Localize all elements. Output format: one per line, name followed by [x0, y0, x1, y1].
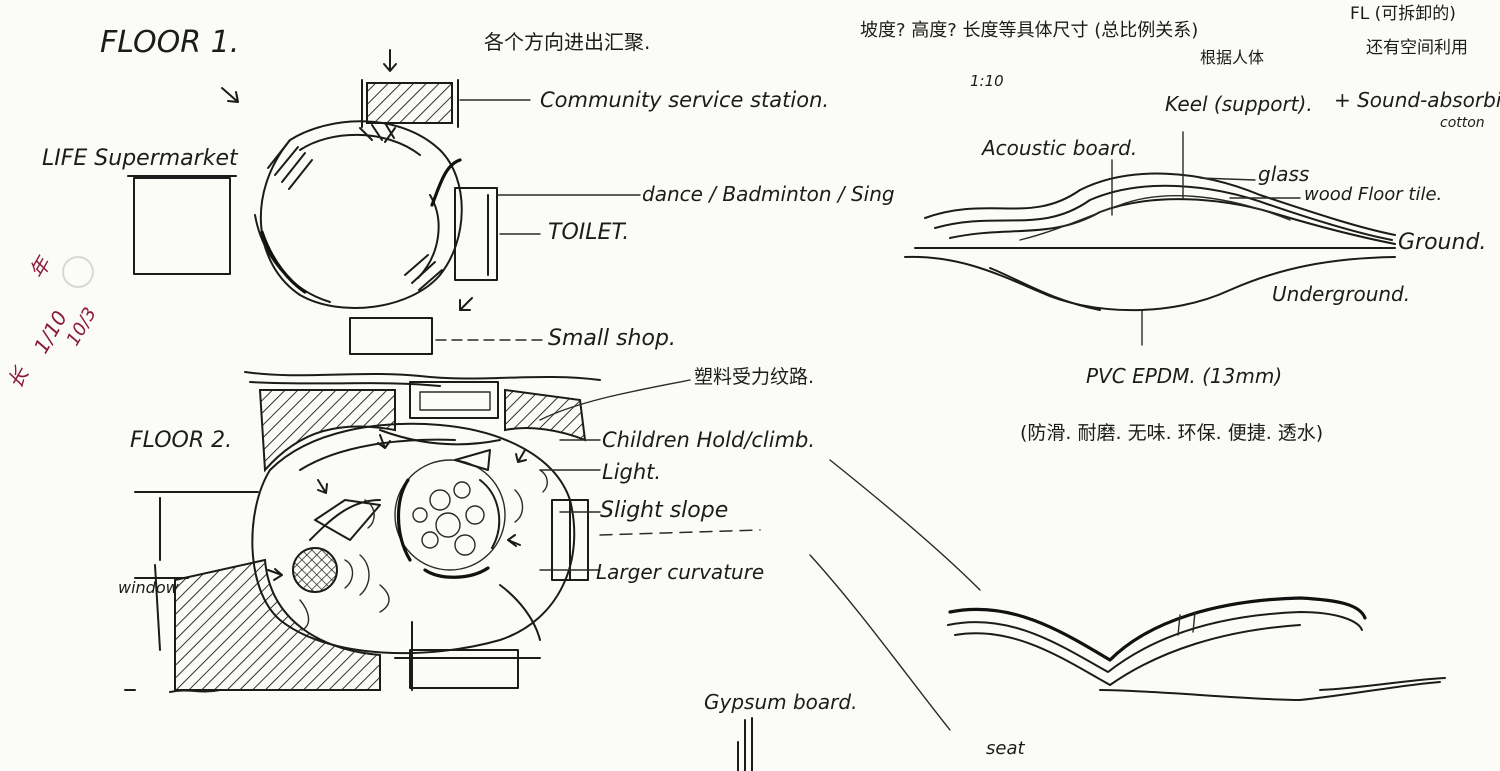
entry-arrow-icon: [459, 297, 473, 311]
floor-tile-label: wood Floor tile.: [1304, 184, 1443, 205]
children-label: Children Hold/climb.: [602, 428, 816, 452]
keel-label: Keel (support).: [1165, 92, 1313, 116]
community-station-label: Community service station.: [540, 88, 830, 112]
entry-arrow-icon: [221, 87, 239, 103]
entry-arrow-icon: [383, 49, 397, 72]
curvature-label: Larger curvature: [596, 560, 765, 584]
underground-label: Underground.: [1272, 282, 1411, 306]
play-structure: [394, 459, 506, 571]
gypsum-board-mark: [737, 717, 753, 771]
section-top-right-note-2: 还有空间利用: [1366, 38, 1468, 58]
small-shop-block: [349, 317, 433, 355]
supermarket-block: [133, 177, 231, 275]
floor1-plan: [127, 49, 641, 355]
slope-label: Slight slope: [600, 498, 729, 523]
floor1-title: FLOOR 1.: [100, 25, 240, 60]
cotton-label: cotton: [1440, 115, 1485, 131]
sound-label: + Sound-absorbing: [1334, 88, 1500, 112]
floor1-note: 各个方向进出汇聚.: [484, 30, 651, 54]
floor2-note: 塑料受力纹路.: [694, 366, 815, 388]
floor2-title: FLOOR 2.: [130, 428, 233, 453]
window-label: window: [118, 578, 179, 597]
community-station-block: [366, 82, 453, 124]
dance-label: dance / Badminton / Sing: [642, 182, 895, 206]
section-top-note-2: 根据人体: [1200, 48, 1265, 67]
small-shop-label: Small shop.: [548, 326, 676, 351]
floor2-plaza: [251, 422, 576, 655]
toilet-block: [454, 187, 498, 281]
supermarket-label: LIFE Supermarket: [42, 146, 238, 171]
section-top-right-note: FL (可拆卸的): [1350, 4, 1456, 24]
section-top-note: 坡度? 高度? 长度等具体尺寸 (总比例关系): [860, 20, 1199, 41]
seat-label: seat: [986, 738, 1025, 759]
climbing-net: [292, 547, 338, 593]
floor-section: [904, 131, 1396, 346]
margin-circle: [62, 256, 94, 288]
floor2-plan: [124, 371, 761, 693]
section-scale: 1:10: [970, 72, 1004, 90]
light-label: Light.: [602, 460, 662, 484]
toilet-label: TOILET.: [548, 220, 630, 245]
gypsum-label: Gypsum board.: [704, 690, 858, 714]
circular-plaza: [259, 120, 463, 310]
ground-label: Ground.: [1398, 230, 1487, 255]
acoustic-label: Acoustic board.: [982, 136, 1138, 160]
glass-label: glass: [1258, 162, 1310, 186]
properties-label: (防滑. 耐磨. 无味. 环保. 便捷. 透水): [1020, 422, 1324, 444]
seat-section: [737, 459, 1446, 771]
material-label: PVC EPDM. (13mm): [1086, 364, 1283, 388]
